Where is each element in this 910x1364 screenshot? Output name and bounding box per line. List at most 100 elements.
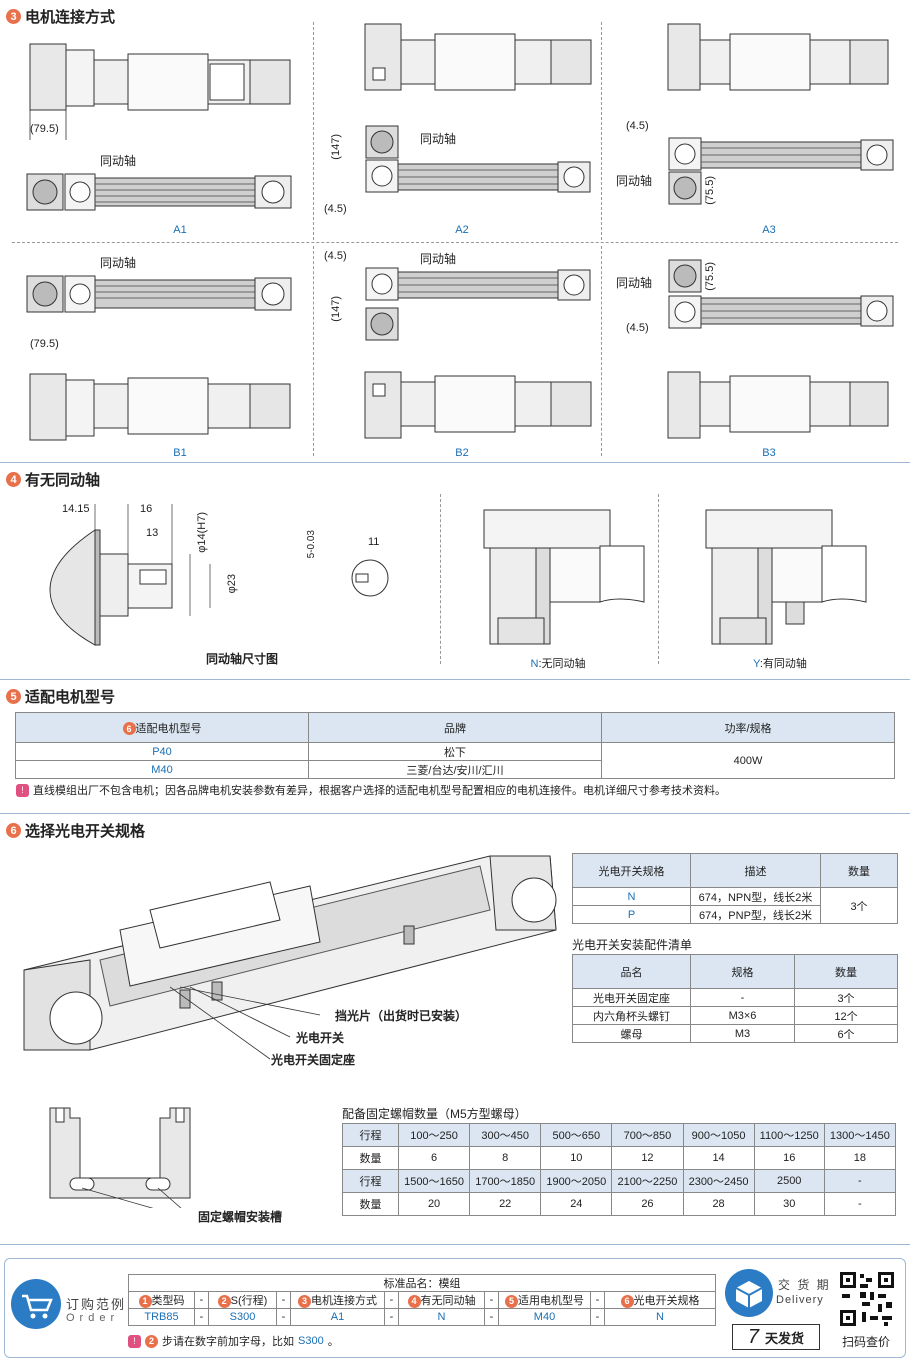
qty-cell: 22 <box>469 1192 542 1216</box>
callout-switch-mount: 光电开关固定座 <box>271 1053 356 1067</box>
caption-b2: B2 <box>455 447 469 459</box>
delivery-days-box: 7 天发货 <box>732 1324 820 1350</box>
stroke-cell: 1700～1850 <box>469 1169 542 1193</box>
section-6-title: 6 选择光电开关规格 <box>6 820 145 841</box>
stroke-cell: 1900～2050 <box>540 1169 613 1193</box>
separator-cell: - <box>590 1308 605 1326</box>
no-sync-shaft-drawing <box>483 509 645 645</box>
grid-separator <box>12 242 898 243</box>
stroke-cell: - <box>823 1169 897 1193</box>
dimension-147: (147) <box>330 134 342 160</box>
section-divider <box>0 462 910 463</box>
part-qty-cell: 12个 <box>794 1006 898 1025</box>
section-number-badge: 5 <box>6 689 21 704</box>
code-y: Y <box>753 658 760 670</box>
section-number-badge: 4 <box>6 472 21 487</box>
delivery-days-number: 7 <box>747 1325 760 1348</box>
a2-side-drawing <box>365 125 591 193</box>
row-label: 数量 <box>342 1192 399 1216</box>
header-part-name: 品名 <box>572 954 691 989</box>
separator-cell: - <box>384 1291 399 1309</box>
col-label: 光电开关规格 <box>633 1295 700 1307</box>
stroke-cell: 300～450 <box>469 1123 542 1147</box>
brand-cell: 三菱/台达/安川/汇川 <box>308 760 602 779</box>
col-label: 有无同动轴 <box>420 1295 476 1307</box>
part-spec-cell: - <box>690 988 795 1007</box>
b2-side-drawing <box>365 267 591 341</box>
callout-lines <box>170 986 321 1060</box>
order-panel <box>4 1258 906 1358</box>
separator-cell: - <box>276 1308 291 1326</box>
delivery-label-en: Delivery <box>776 1294 824 1306</box>
a1-side-drawing <box>26 173 292 211</box>
header-switch-spec: 光电开关规格 <box>572 853 691 888</box>
row-label: 行程 <box>342 1123 399 1147</box>
model-cell: M40 <box>15 760 309 779</box>
dimension-phi14: φ14(H7) <box>196 512 208 553</box>
section-title-text: 有无同动轴 <box>25 472 101 489</box>
caption-b3: B3 <box>762 447 776 459</box>
qty-cell: - <box>823 1192 897 1216</box>
stroke-cell: 1300～1450 <box>823 1123 897 1147</box>
header-power: 功率/规格 <box>601 712 895 743</box>
table-row: 行程 100～250 300～450 500～650 700～850 900～1… <box>342 1123 897 1147</box>
switch-code-cell: N <box>572 887 691 906</box>
order-value-cell: M40 <box>498 1308 591 1326</box>
cart-icon <box>11 1279 61 1329</box>
b3-top-drawing <box>667 371 889 439</box>
table-row: 数量 20 22 24 26 28 30 - <box>342 1192 897 1216</box>
part-spec-cell: M3×6 <box>690 1006 795 1025</box>
qty-cell: 10 <box>540 1146 613 1170</box>
stroke-cell: 500～650 <box>540 1123 613 1147</box>
header-part-qty: 数量 <box>794 954 898 989</box>
header-quantity: 数量 <box>820 853 898 888</box>
stroke-cell: 700～850 <box>611 1123 684 1147</box>
separator-cell: - <box>484 1291 499 1309</box>
qty-cell: 8 <box>469 1146 542 1170</box>
order-label-cn: 订购范例 <box>66 1297 127 1312</box>
b1-top-drawing <box>29 373 291 441</box>
table-row: P 674，PNP型，线长2米 <box>572 905 898 924</box>
grid-separator <box>313 22 314 240</box>
table-row: 数量 6 8 10 12 14 16 18 <box>342 1146 897 1170</box>
switch-qty-cell: 3个 <box>820 887 898 924</box>
order-value-cell: N <box>398 1308 485 1326</box>
dimension-11: 11 <box>368 536 380 548</box>
qr-caption: 扫码查价 <box>842 1335 891 1349</box>
row-label: 数量 <box>342 1146 399 1170</box>
section-number-badge: 2 <box>217 1294 231 1308</box>
separator-cell: - <box>384 1308 399 1326</box>
part-name-cell: 光电开关固定座 <box>572 988 691 1007</box>
shaft-dimension-drawing <box>49 504 211 646</box>
stroke-cell: 1500～1650 <box>397 1169 471 1193</box>
stroke-cell: 900～1050 <box>682 1123 755 1147</box>
slot-label: 固定螺帽安装槽 <box>198 1210 283 1224</box>
header-description: 描述 <box>690 853 821 888</box>
power-cell: 400W <box>601 742 895 779</box>
section-number-badge: 6 <box>620 1294 634 1308</box>
delivery-days-text: 天发货 <box>765 1330 805 1346</box>
b3-side-drawing <box>668 259 894 329</box>
section-number-badge: 1 <box>138 1294 152 1308</box>
warning-icon: ! <box>16 783 29 797</box>
module-isometric-drawing <box>23 855 557 1051</box>
order-label-en: Order <box>66 1312 120 1324</box>
a2-top-drawing <box>364 23 592 91</box>
no-sync-shaft-text: :无同动轴 <box>538 658 586 670</box>
qty-cell: 28 <box>682 1192 755 1216</box>
section-4-title: 4 有无同动轴 <box>6 469 100 490</box>
stroke-cell: 2500 <box>753 1169 825 1193</box>
shaft-end-view <box>351 559 389 597</box>
b1-side-drawing <box>26 275 292 313</box>
order-value-cell: A1 <box>290 1308 385 1326</box>
dimension-14-15: 14.15 <box>62 503 90 515</box>
grid-separator <box>601 22 602 240</box>
caption-b1: B1 <box>173 447 187 459</box>
dimension-79-5: (79.5) <box>30 338 59 350</box>
qty-cell: 12 <box>611 1146 684 1170</box>
dimension-4-5: (4.5) <box>324 203 347 215</box>
dimension-phi23: φ23 <box>226 574 238 594</box>
